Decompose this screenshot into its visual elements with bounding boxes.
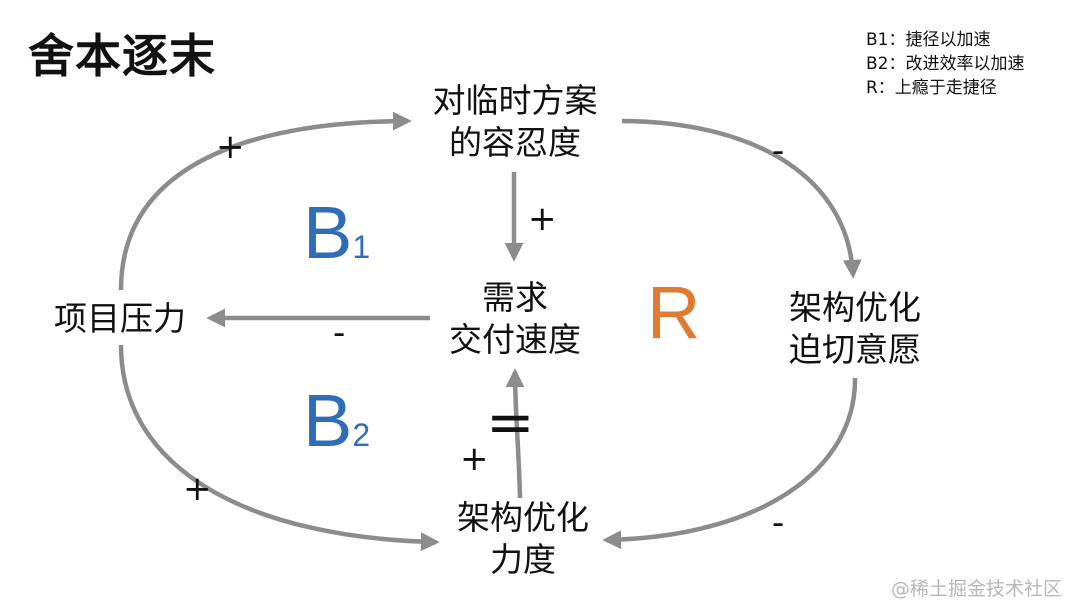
watermark: @稀土掘金技术社区 — [890, 578, 1062, 600]
loop-label-b2: B2 — [303, 379, 371, 462]
node-line: 需求 — [482, 278, 548, 317]
node-line: 的容忍度 — [449, 123, 581, 162]
node-arch-effort: 架构优化 力度 — [438, 497, 608, 581]
sign-left-to-bottom: + — [183, 469, 212, 509]
node-line: 项目压力 — [54, 299, 186, 338]
link-left-to-bottom — [118, 344, 440, 552]
node-line: 架构优化 — [789, 288, 921, 327]
node-line: 力度 — [490, 540, 556, 579]
sign-left-to-top: + — [216, 127, 245, 167]
sign-bottom-to-center: + — [460, 439, 489, 479]
node-line: 交付速度 — [449, 320, 581, 359]
sign-center-to-left: - — [333, 313, 346, 353]
legend-item-b2: B2：改进效率以加速 — [866, 54, 1025, 74]
sign-top-to-center: + — [528, 199, 557, 239]
node-line: 对临时方案 — [432, 81, 598, 120]
node-temp-solution-tolerance: 对临时方案 的容忍度 — [420, 80, 610, 164]
node-line: 架构优化 — [457, 498, 589, 537]
node-arch-urgency: 架构优化 迫切意愿 — [770, 287, 940, 371]
node-delivery-speed: 需求 交付速度 — [430, 277, 600, 361]
legend-item-r: R：上瘾于走捷径 — [866, 78, 997, 98]
legend-item-b1: B1：捷径以加速 — [866, 30, 991, 50]
link-top-to-right — [621, 118, 862, 279]
delay-mark: = — [486, 388, 535, 456]
page-title: 舍本逐末 — [28, 29, 216, 83]
sign-right-to-bottom: - — [772, 503, 785, 543]
link-bottom-to-center — [505, 368, 525, 499]
node-line: 迫切意愿 — [789, 330, 921, 369]
link-right-to-bottom — [602, 377, 858, 550]
loop-label-b1: B1 — [303, 191, 371, 274]
sign-top-to-right: - — [772, 131, 785, 171]
loop-label-r: R — [647, 271, 701, 354]
link-left-to-top — [118, 111, 412, 291]
node-project-pressure: 项目压力 — [40, 298, 200, 340]
